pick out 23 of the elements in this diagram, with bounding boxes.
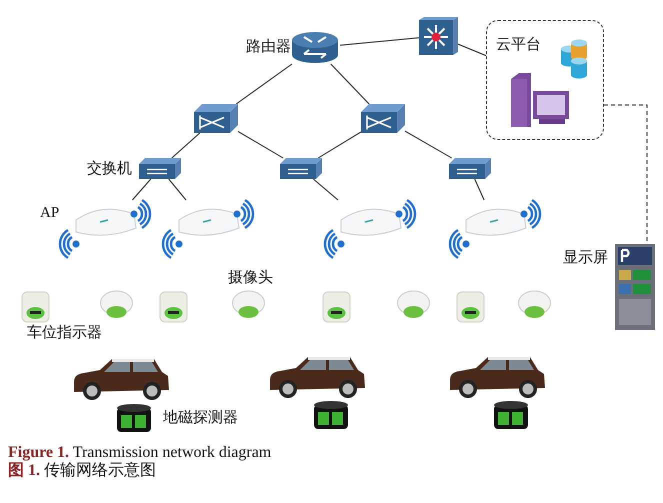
connector-line [404, 130, 452, 158]
node-label: 显示屏 [563, 250, 608, 266]
connector-line [238, 130, 284, 158]
connector-line [168, 178, 186, 200]
connector-line [458, 44, 486, 56]
connector-line [236, 64, 292, 104]
connector-line [132, 178, 152, 200]
node-label: 路由器 [246, 39, 291, 55]
connector-line [340, 37, 420, 46]
caption: Figure 1. Transmission network diagram [8, 444, 272, 461]
caption: 图 1. 传输网络示意图 [8, 462, 156, 479]
node-label: AP [40, 205, 60, 221]
camera-label: 摄像头 [228, 270, 273, 286]
connector-line [474, 178, 485, 200]
connector-line [318, 131, 362, 158]
node-label: 云平台 [496, 37, 541, 53]
node-label: 交换机 [87, 161, 132, 177]
detector-label: 地磁探测器 [163, 410, 238, 426]
cloud-platform-box [486, 20, 604, 140]
indicator-label: 车位指示器 [27, 325, 102, 341]
connector-line [312, 178, 338, 200]
connector-line [171, 132, 200, 158]
connector-line [330, 64, 370, 104]
